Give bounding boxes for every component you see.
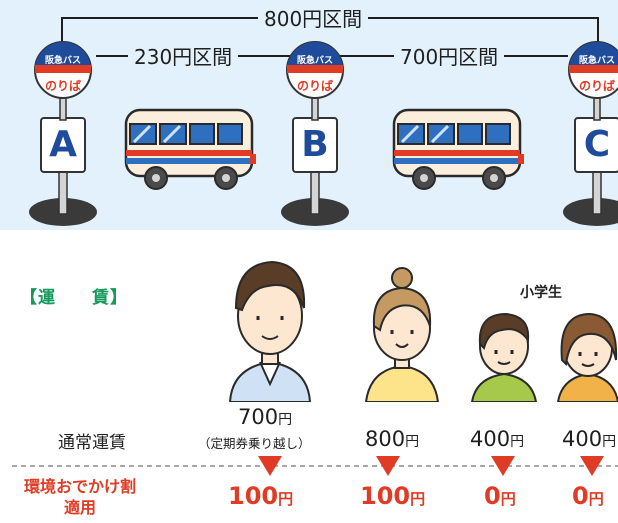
stop-b-sign: のりば <box>296 79 333 93</box>
fare-section-title: 【運 賃】 <box>20 288 128 308</box>
down-arrow-icon <box>491 456 515 476</box>
adult-fare-value: 800 <box>365 427 406 451</box>
route-span-all: 800円区間 <box>258 7 369 31</box>
discount-child: 0円 <box>484 482 516 510</box>
discount-child-value: 0 <box>484 482 501 510</box>
bus-stop-c: 阪急バス のりば C <box>555 36 618 228</box>
discount-child2: 0円 <box>572 482 604 510</box>
commuter-fare-unit: 円 <box>278 412 293 428</box>
adult-fare: 800円 <box>365 427 419 451</box>
stop-b-company: 阪急バス <box>296 56 333 66</box>
girl-icon <box>556 312 618 402</box>
child2-fare-unit: 円 <box>602 434 617 450</box>
child2-fare-value: 400 <box>562 427 603 451</box>
bus-icon <box>392 108 524 190</box>
stop-b-letter: B <box>301 124 329 165</box>
divider-with-arrows <box>12 456 618 476</box>
stop-a-company: 阪急バス <box>44 56 81 66</box>
down-arrow-icon <box>258 456 282 476</box>
stop-c-letter: C <box>583 124 611 165</box>
adult-fare-unit: 円 <box>405 434 420 450</box>
down-arrow-icon <box>376 456 400 476</box>
stop-c-sign: のりば <box>578 79 615 93</box>
commuter-fare-note: （定期券乗り越し） <box>198 436 311 451</box>
regular-fare-label: 通常運賃 <box>58 433 126 453</box>
stop-a-letter: A <box>49 124 77 165</box>
discount-commuter: 100円 <box>228 482 293 510</box>
discount-adult-value: 100 <box>360 482 411 510</box>
child-fare-value: 400 <box>470 427 511 451</box>
bus-icon <box>124 108 256 190</box>
bus-stop-sign-icon <box>281 41 349 226</box>
bus-stop-sign-icon <box>29 41 97 226</box>
discount-child2-unit: 円 <box>588 490 604 508</box>
child-label: 小学生 <box>520 285 562 301</box>
bus-stop-a: 阪急バス のりば A <box>21 36 105 228</box>
child2-fare: 400円 <box>562 427 618 451</box>
stop-a-sign: のりば <box>44 79 81 93</box>
down-arrow-icon <box>580 456 604 476</box>
discount-child2-value: 0 <box>572 482 589 510</box>
bus-stop-b: 阪急バス のりば B <box>273 36 357 228</box>
child-fare-unit: 円 <box>510 434 525 450</box>
discount-adult: 100円 <box>360 482 425 510</box>
boy-icon <box>470 312 538 402</box>
discount-adult-unit: 円 <box>410 490 426 508</box>
stop-c-company: 阪急バス <box>578 56 615 66</box>
discount-child-unit: 円 <box>500 490 516 508</box>
commuter-fare-value: 700 <box>238 405 279 429</box>
discount-label: 環境おでかけ割 適用 <box>10 476 150 518</box>
woman-icon <box>364 267 440 402</box>
route-span-ab: 230円区間 <box>128 45 239 69</box>
discount-commuter-unit: 円 <box>278 490 294 508</box>
discount-label-line2: 適用 <box>63 498 96 517</box>
bus-stop-sign-icon <box>563 41 618 226</box>
route-span-bc: 700円区間 <box>394 45 505 69</box>
commuter-man-icon <box>228 260 312 402</box>
discount-label-line1: 環境おでかけ割 <box>23 477 136 496</box>
child-fare: 400円 <box>470 427 524 451</box>
commuter-fare: 700円 <box>238 405 292 429</box>
discount-commuter-value: 100 <box>228 482 279 510</box>
